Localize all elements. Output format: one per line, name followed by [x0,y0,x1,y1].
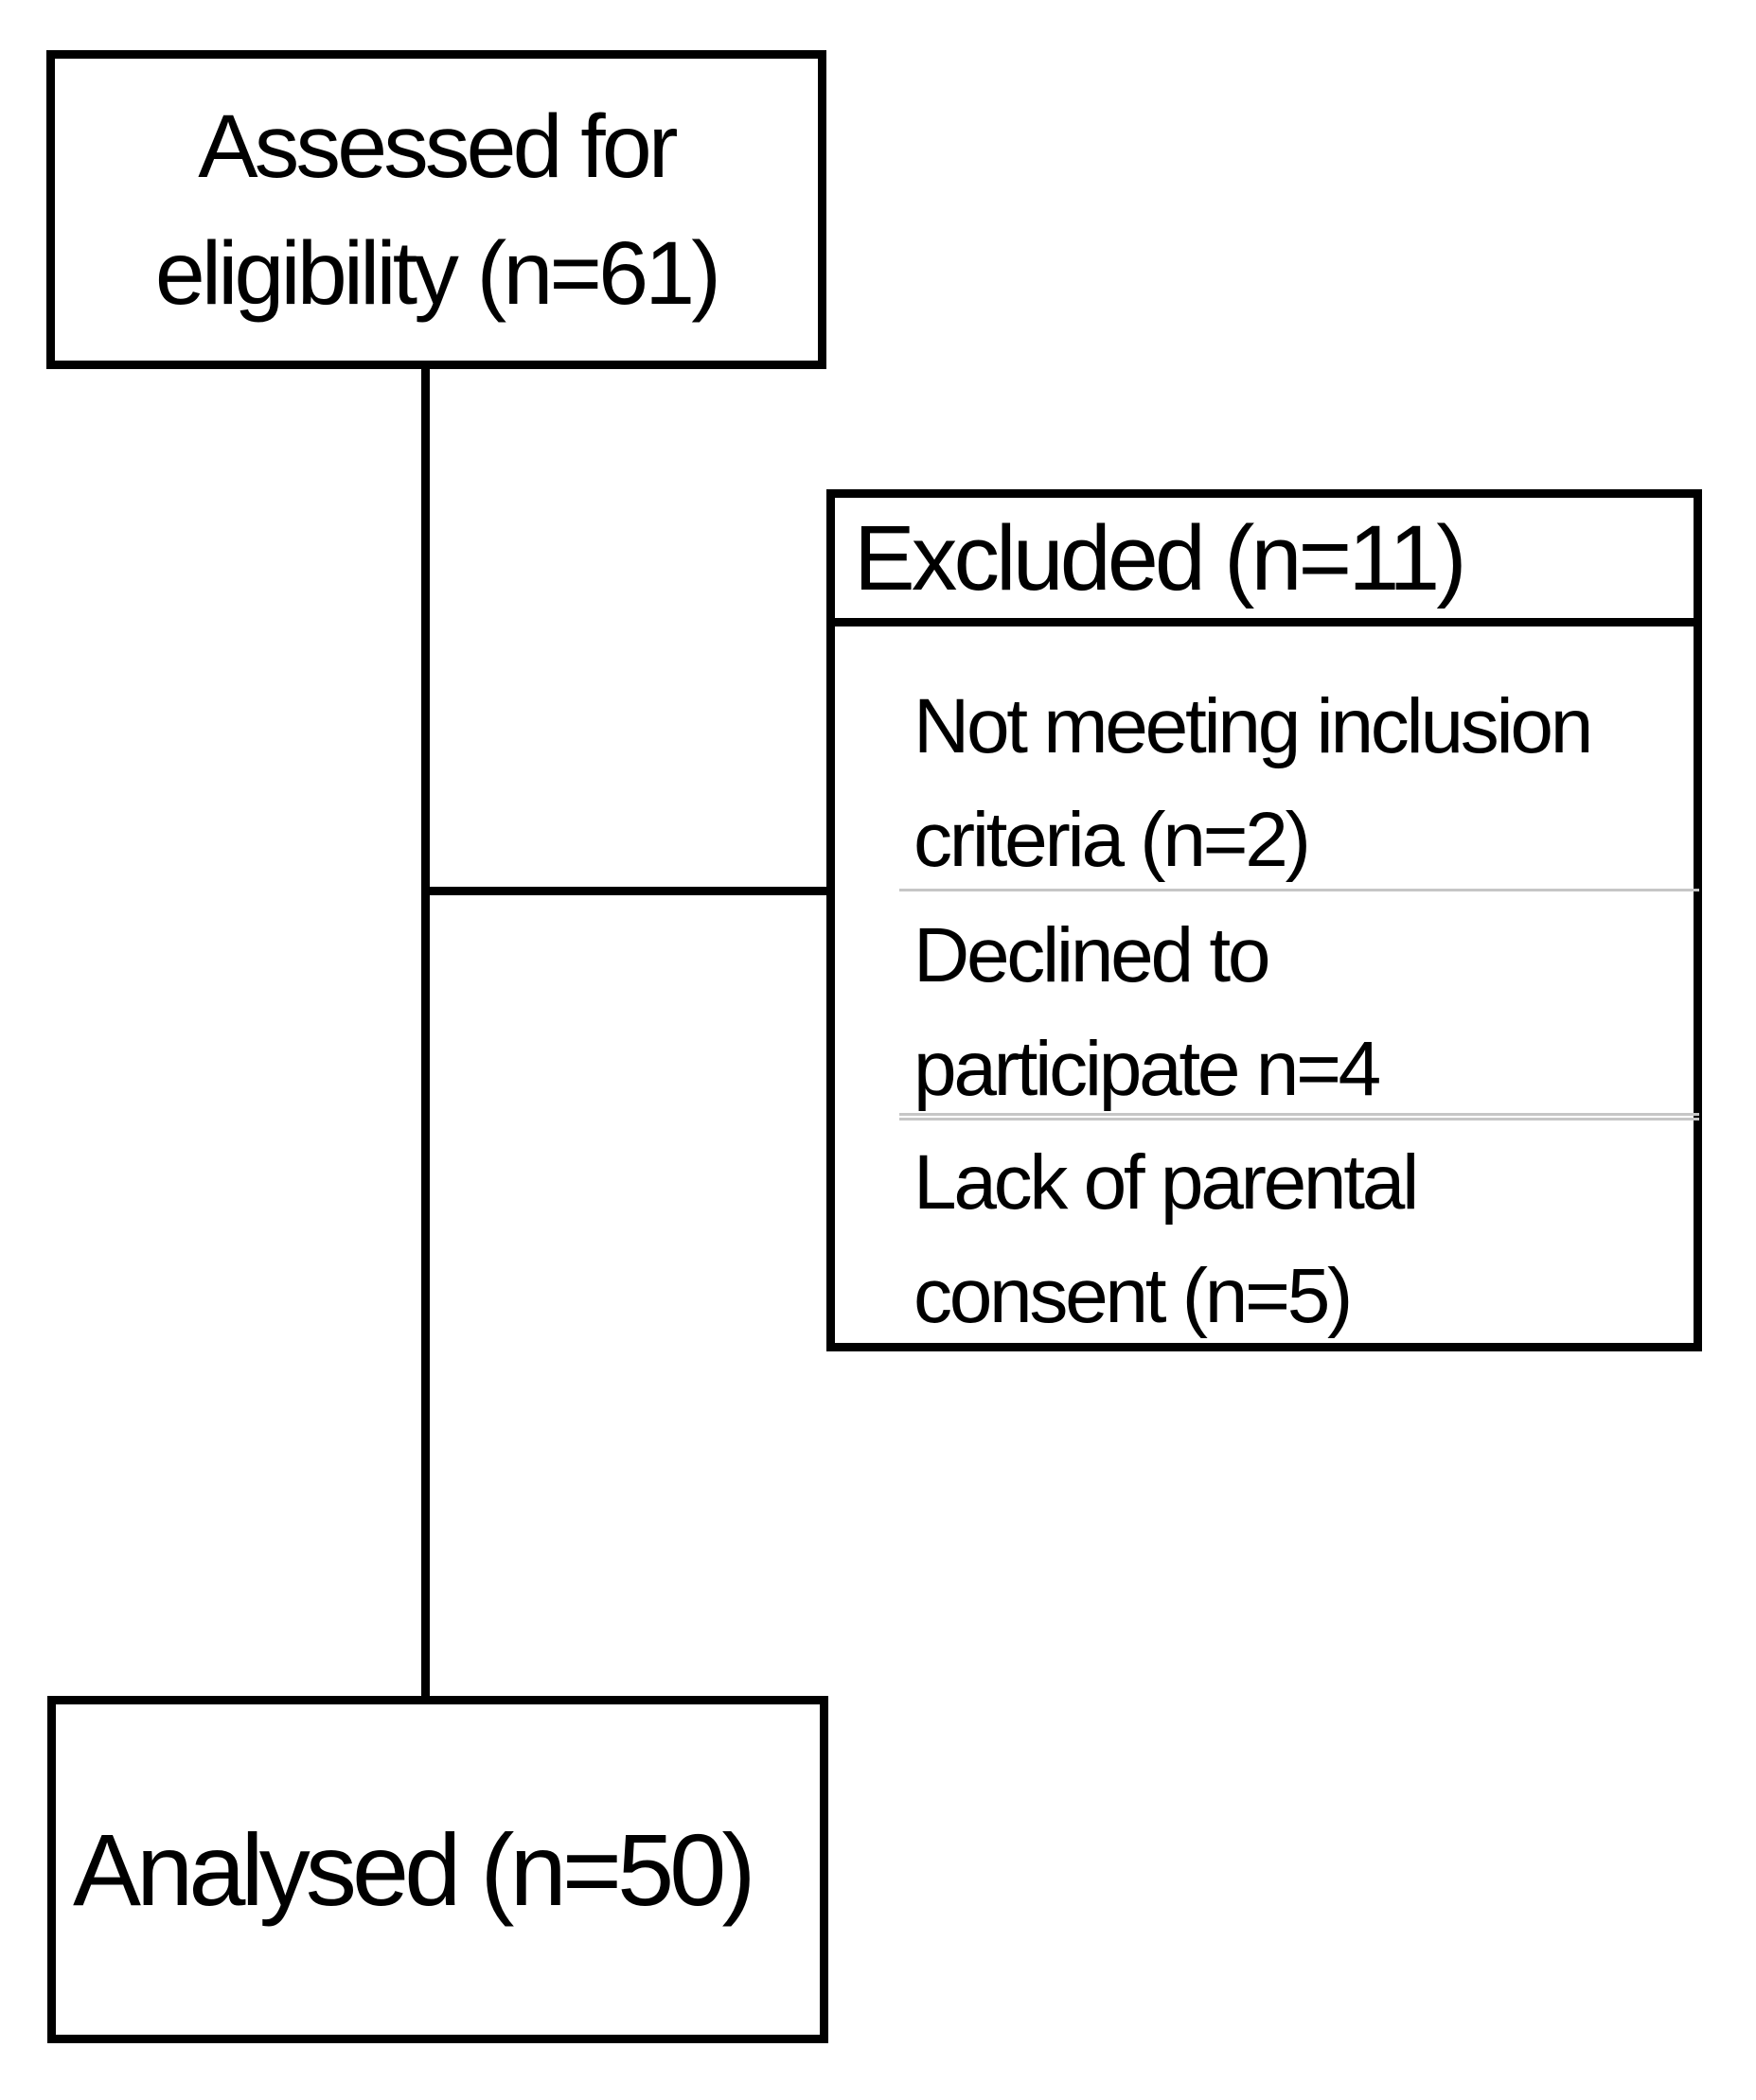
excluded-item-divider-2 [899,1113,1699,1121]
analysed-box: Analysed (n=50) [47,1696,828,2043]
excluded-item-2-line-2: participate n=4 [913,1026,1381,1112]
excluded-item-not-meeting-criteria: Not meeting inclusion criteria (n=2) [913,670,1593,897]
excluded-item-declined: Declined to participate n=4 [913,899,1381,1126]
excluded-item-1-line-2: criteria (n=2) [913,797,1311,883]
assessed-label-line-2: eligibility (n=61) [154,222,721,324]
horizontal-branch-line [421,887,830,895]
vertical-connector-line [421,369,430,1696]
assessed-for-eligibility-box: Assessed for eligibility (n=61) [46,50,826,369]
excluded-header: Excluded (n=11) [854,505,1467,609]
assessed-label-line-1: Assessed for [198,96,678,197]
excluded-item-1-line-1: Not meeting inclusion [913,683,1593,769]
excluded-item-3-line-1: Lack of parental [913,1139,1419,1226]
excluded-box: Excluded (n=11) Not meeting inclusion cr… [826,489,1702,1351]
excluded-item-lack-of-consent: Lack of parental consent (n=5) [913,1126,1419,1353]
excluded-item-divider-1 [899,889,1699,891]
excluded-item-3-line-2: consent (n=5) [913,1253,1353,1339]
analysed-label: Analysed (n=50) [73,1812,755,1927]
excluded-header-divider [835,618,1694,626]
excluded-item-2-line-1: Declined to [913,912,1270,998]
